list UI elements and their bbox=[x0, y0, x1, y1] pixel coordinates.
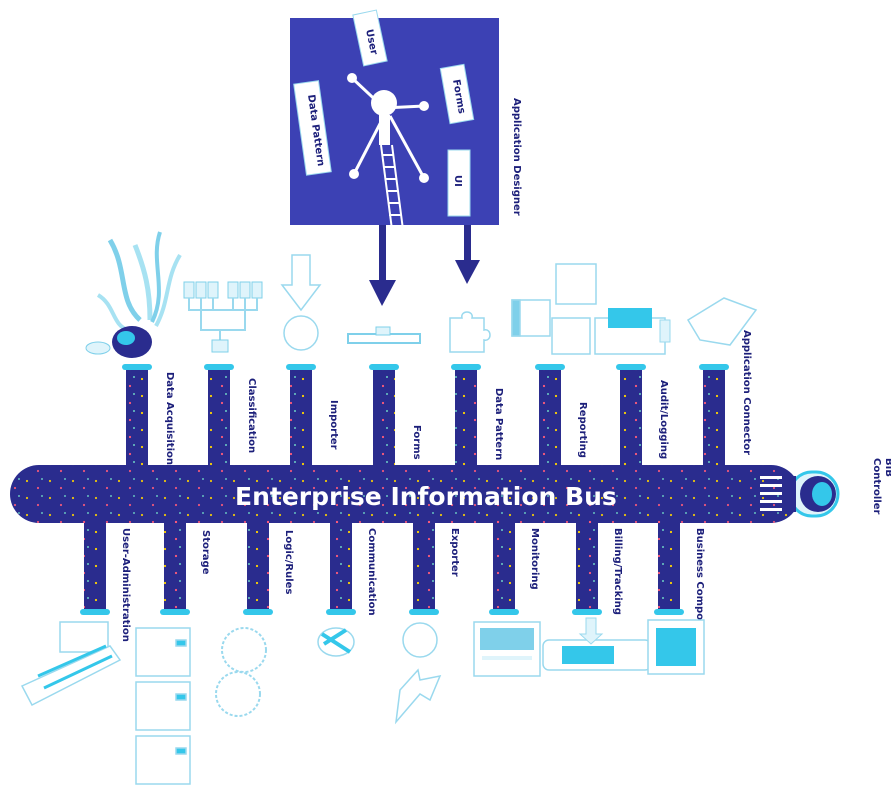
bottom-connector-label-7: Business Component bbox=[694, 528, 705, 646]
controller-small-label: BIB bbox=[883, 458, 891, 477]
puzzle-piece-icon bbox=[449, 311, 491, 353]
designer-card-data-pattern: Data Pattern bbox=[293, 80, 332, 176]
billing-scroll-icon bbox=[542, 617, 652, 671]
monitor-icon bbox=[473, 621, 541, 677]
top-connector-label-2: Importer bbox=[328, 400, 339, 450]
top-connector-label-7: Application Connector bbox=[741, 330, 752, 455]
user-admin-icon bbox=[20, 621, 122, 707]
form-bar-icon bbox=[347, 326, 421, 344]
designer-figure-icon bbox=[347, 73, 429, 246]
business-cube-icon bbox=[647, 619, 705, 675]
top-connector-label-6: Audit/Logging bbox=[658, 380, 669, 459]
import-arrow-icon bbox=[280, 254, 322, 351]
bottom-connector-label-5: Monitoring bbox=[529, 528, 540, 590]
bottom-connector-label-1: Storage bbox=[200, 530, 211, 575]
designer-card-user-label: User bbox=[363, 28, 379, 56]
designer-card-ui: UI bbox=[447, 149, 471, 217]
top-connector-label-1: Classification bbox=[246, 378, 257, 453]
designer-down-arrows bbox=[369, 225, 480, 306]
report-cubes-icon bbox=[511, 263, 597, 355]
top-connector-label-0: Data Acquisition bbox=[164, 372, 175, 465]
connector-arrow-icon bbox=[686, 297, 758, 346]
application-designer-panel: User Forms Data Pattern UI bbox=[290, 9, 499, 246]
bottom-connector-label-2: Logic/Rules bbox=[283, 530, 294, 594]
controller-icon bbox=[782, 470, 840, 518]
top-connector-label-4: Data Pattern bbox=[493, 388, 504, 460]
communication-icon bbox=[317, 627, 355, 657]
bottom-connector-label-4: Exporter bbox=[449, 528, 460, 577]
top-connector-label-5: Reporting bbox=[577, 402, 588, 458]
designer-card-forms: Forms bbox=[439, 63, 475, 125]
enterprise-information-bus: Enterprise Information Bus bbox=[10, 364, 800, 615]
designer-card-ui-label: UI bbox=[452, 175, 463, 187]
bottom-connector-label-6: Billing/Tracking bbox=[612, 528, 623, 615]
controller-label: Controller bbox=[871, 458, 882, 515]
export-arrow-icon bbox=[394, 622, 442, 725]
printer-icon bbox=[594, 308, 671, 355]
application-designer-label: Application Designer bbox=[511, 98, 522, 216]
designer-card-user: User bbox=[352, 9, 388, 67]
storage-servers-icon bbox=[135, 627, 191, 785]
bottom-connector-label-0: User-Administration bbox=[120, 528, 131, 642]
bottom-connector-label-3: Communication bbox=[366, 528, 377, 616]
bus-title: Enterprise Information Bus bbox=[235, 482, 617, 511]
top-connector-label-3: Forms bbox=[411, 425, 422, 460]
hierarchy-tree-icon bbox=[183, 281, 263, 353]
gears-icon bbox=[215, 627, 267, 717]
satellite-dish-icon bbox=[85, 231, 182, 358]
